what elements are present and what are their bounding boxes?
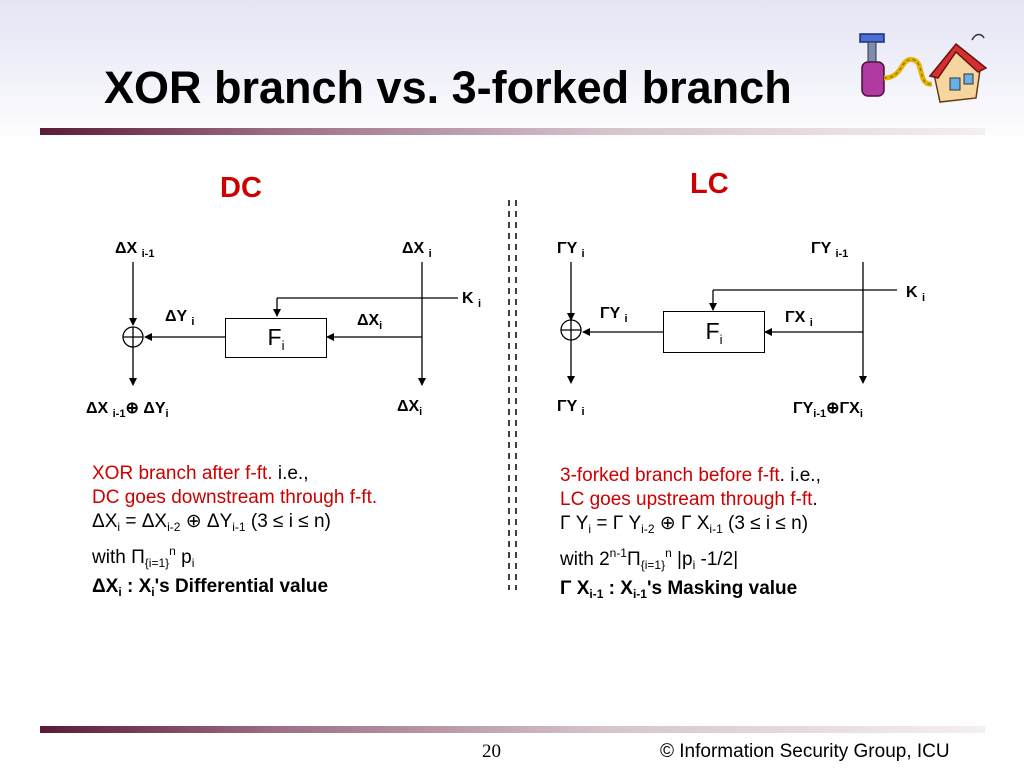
lc-label-top-left: ΓY i (557, 240, 585, 260)
dc-heading: DC (220, 172, 262, 204)
lc-heading: LC (690, 168, 729, 200)
dc-label-bottom-left: ΔX i-1⊕ ΔYi (86, 400, 169, 420)
dc-label-top-right: ΔX i (402, 240, 432, 260)
dc-function-box: Fi (225, 318, 327, 358)
lc-text-line4: with 2n-1Π{i=1}n |pi -1/2| (560, 546, 739, 572)
house-icon (928, 33, 988, 103)
footer-copyright: © Information Security Group, ICU (660, 741, 950, 762)
dc-text-line2: DC goes downstream through f-ft. (92, 487, 378, 508)
lc-text-line2: LC goes upstream through f-ft. (560, 489, 818, 510)
dc-label-mid-left: ΔY i (165, 308, 195, 328)
page-number: 20 (482, 741, 501, 762)
pump-icon (859, 33, 933, 97)
lc-text-line1: 3-forked branch before f-ft. i.e., (560, 465, 821, 486)
lc-function-label: Fi (705, 317, 723, 347)
pump-house-clipart-icon (859, 33, 988, 103)
dc-function-label: Fi (267, 323, 285, 353)
lc-diagram (560, 262, 897, 384)
lc-label-key: K i (906, 284, 926, 304)
dc-text-line4: with Π{i=1}n pi (92, 544, 195, 570)
dc-label-bottom-right: ΔXi (397, 398, 423, 418)
title-divider (40, 128, 985, 135)
center-separator (508, 200, 517, 590)
dc-text-line1: XOR branch after f-ft. i.e., (92, 463, 309, 484)
title-background (0, 0, 1024, 145)
dc-text-line5: ΔXi : Xi's Differential value (92, 576, 329, 599)
footer-divider (40, 726, 985, 733)
lc-label-bottom-left: ΓY i (557, 398, 585, 418)
lc-text-line5: Γ Xi-1 : Xi-1's Masking value (560, 578, 798, 601)
dc-label-key: K i (462, 290, 482, 310)
lc-text-block: 3-forked branch before f-ft. i.e., LC go… (560, 464, 821, 606)
dc-text-block: XOR branch after f-ft. i.e., DC goes dow… (92, 462, 377, 604)
dc-label-mid-right: ΔXi (357, 312, 383, 332)
dc-text-line3: ΔXi = ΔXi-2 ⊕ ΔYi-1 (3 ≤ i ≤ n) (92, 511, 331, 534)
lc-function-box: Fi (663, 311, 765, 353)
lc-label-top-right: ΓY i-1 (811, 240, 849, 260)
lc-label-mid-left: ΓY i (600, 305, 628, 325)
dc-diagram (122, 262, 458, 386)
slide-title: XOR branch vs. 3-forked branch (104, 62, 792, 113)
lc-label-mid-right: ΓX i (785, 309, 813, 329)
dc-label-top-left: ΔX i-1 (115, 240, 155, 260)
lc-text-line3: Γ Yi = Γ Yi-2 ⊕ Γ Xi-1 (3 ≤ i ≤ n) (560, 513, 809, 536)
lc-label-bottom-right: ΓYi-1⊕ΓXi (793, 400, 863, 420)
